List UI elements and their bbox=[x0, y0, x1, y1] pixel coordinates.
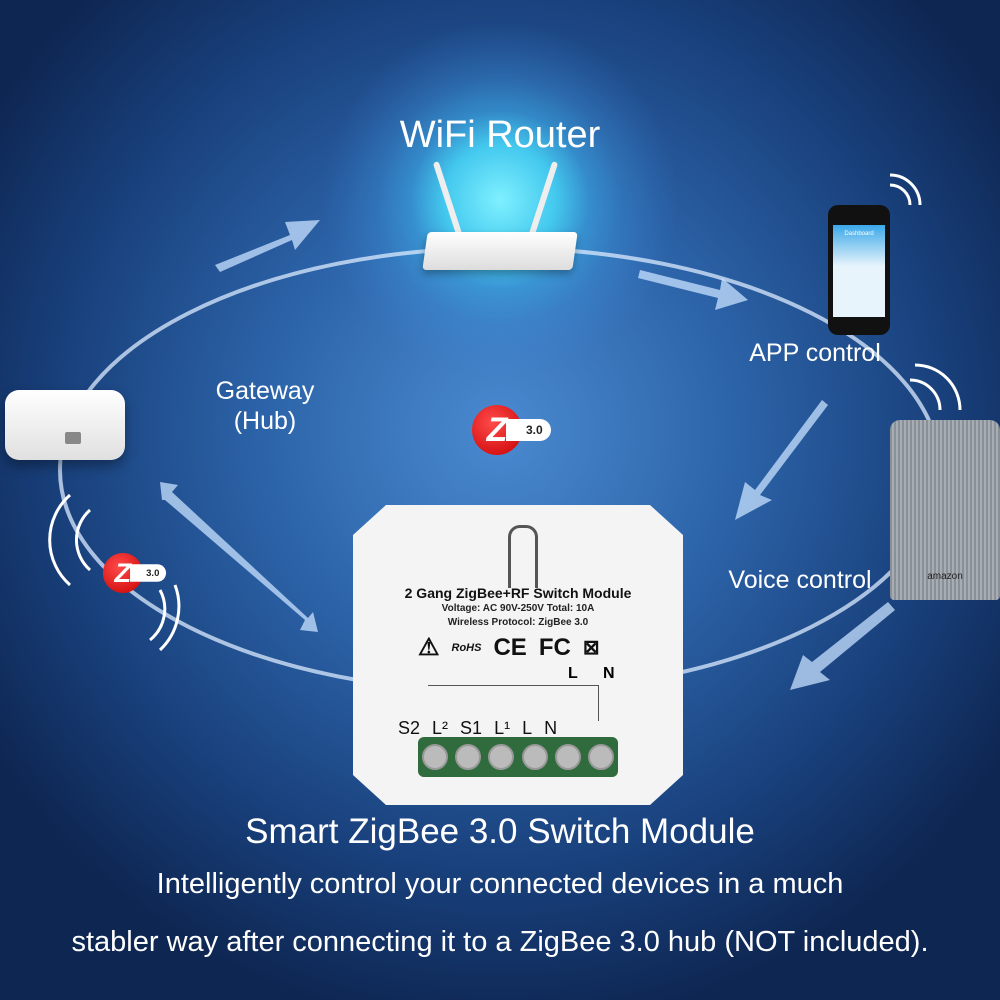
router-title: WiFi Router bbox=[399, 114, 601, 156]
terminal-label: L² bbox=[432, 718, 449, 738]
arrow-hub-to-router bbox=[215, 220, 320, 272]
module-name: 2 Gang ZigBee+RF Switch Module bbox=[404, 585, 632, 601]
wiring-label-l: L bbox=[568, 665, 578, 682]
switch-module-image: 2 Gang ZigBee+RF Switch Module Voltage: … bbox=[353, 505, 683, 805]
arrow-phone-to-module bbox=[735, 400, 828, 520]
router-glow bbox=[320, 20, 680, 380]
terminal-block bbox=[418, 737, 618, 777]
zigbee-version: 3.0 bbox=[506, 419, 551, 441]
footer-line-2: stabler way after connecting it to a Zig… bbox=[71, 926, 929, 958]
phone-screen-title: Dashboard bbox=[844, 231, 874, 237]
rohs-icon: RoHS bbox=[451, 641, 482, 654]
terminal-label: L bbox=[522, 718, 533, 738]
terminal-label: N bbox=[544, 718, 558, 738]
gateway-hub-image bbox=[5, 390, 125, 460]
wifi-signal-icons bbox=[48, 173, 962, 652]
zigbee-logo-icon: Z bbox=[472, 405, 522, 455]
zigbee-badge-center: Z 3.0 bbox=[472, 405, 551, 455]
module-protocol: Wireless Protocol: ZigBee 3.0 bbox=[447, 617, 589, 628]
smart-speaker-image: amazon bbox=[890, 420, 1000, 600]
gateway-label: Gateway (Hub) bbox=[215, 377, 315, 435]
voice-control-label: Voice control bbox=[728, 566, 872, 594]
zigbee-version: 3.0 bbox=[130, 564, 166, 582]
terminal-label: S2 bbox=[398, 718, 421, 738]
speaker-brand: amazon bbox=[927, 571, 963, 582]
terminal-labels: S2 L² S1 L¹ L N bbox=[398, 718, 557, 739]
ce-icon: CE bbox=[493, 633, 527, 661]
module-voltage: Voltage: AC 90V-250V Total: 10A bbox=[441, 603, 595, 614]
wifi-router-image bbox=[422, 232, 578, 270]
zigbee-badge-hub: Z 3.0 bbox=[102, 553, 166, 593]
certification-icons: ⚠ RoHS CE FC ⊠ bbox=[418, 633, 600, 662]
terminal-label: S1 bbox=[460, 718, 483, 738]
fcc-icon: FC bbox=[538, 633, 571, 661]
arrow-hub-module bbox=[160, 482, 318, 632]
app-control-label: APP control bbox=[749, 339, 881, 367]
high-voltage-warning-icon: ⚠ bbox=[418, 634, 440, 661]
footer-headline: Smart ZigBee 3.0 Switch Module bbox=[245, 812, 755, 851]
weee-bin-icon: ⊠ bbox=[582, 637, 600, 659]
footer-line-1: Intelligently control your connected dev… bbox=[156, 868, 844, 900]
arrow-router-to-phone bbox=[638, 270, 748, 310]
arrow-speaker-to-module bbox=[790, 602, 895, 690]
smartphone-image: Dashboard bbox=[828, 205, 890, 335]
wiring-diagram bbox=[428, 685, 599, 721]
wiring-label-n: N bbox=[603, 665, 615, 682]
terminal-label: L¹ bbox=[494, 718, 511, 738]
